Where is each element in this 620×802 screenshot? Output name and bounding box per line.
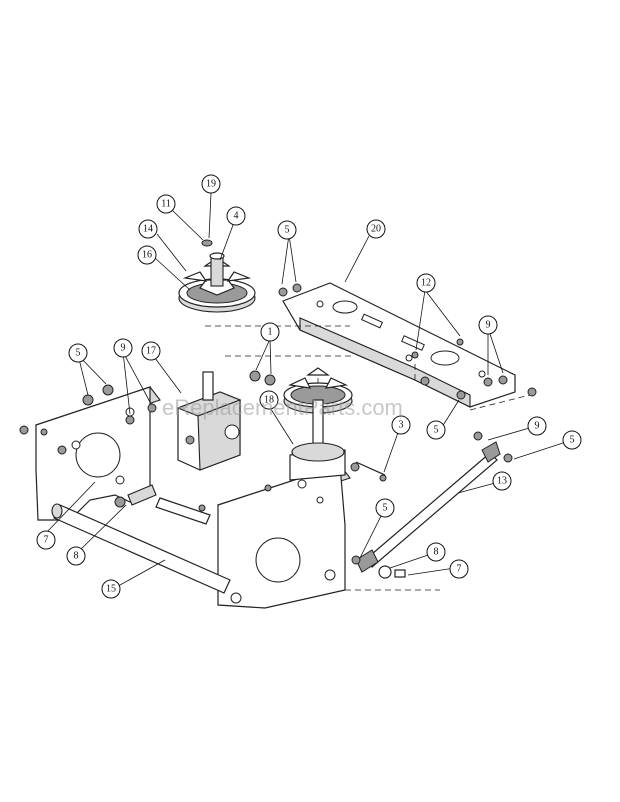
callout-14: 14 bbox=[138, 219, 158, 239]
callout-1: 1 bbox=[260, 322, 280, 342]
callout-17: 17 bbox=[141, 341, 161, 361]
callout-16: 16 bbox=[137, 245, 157, 265]
callout-18: 18 bbox=[259, 390, 279, 410]
callout-label: 5 bbox=[570, 435, 575, 446]
callout-5-top: 5 bbox=[277, 220, 297, 240]
callout-label: 9 bbox=[535, 421, 540, 432]
top-plate bbox=[282, 282, 516, 408]
tie-rod bbox=[355, 441, 501, 573]
callout-label: 20 bbox=[371, 224, 381, 235]
callout-9-left: 9 bbox=[113, 338, 133, 358]
callout-5-bottom: 5 bbox=[375, 498, 395, 518]
hardware bbox=[19, 283, 537, 579]
callout-4: 4 bbox=[226, 206, 246, 226]
callout-7-right: 7 bbox=[449, 559, 469, 579]
upper-pulley-assembly bbox=[178, 239, 256, 313]
right-side-plate bbox=[217, 464, 351, 609]
callout-label: 9 bbox=[121, 343, 126, 354]
callout-9-far-right: 9 bbox=[527, 416, 547, 436]
callout-label: 15 bbox=[106, 584, 116, 595]
callout-label: 5 bbox=[434, 425, 439, 436]
callout-8-right: 8 bbox=[426, 542, 446, 562]
callout-label: 5 bbox=[285, 225, 290, 236]
callout-label: 17 bbox=[146, 346, 156, 357]
callout-label: 11 bbox=[161, 199, 171, 210]
callout-label: 1 bbox=[268, 327, 273, 338]
callout-label: 18 bbox=[264, 395, 274, 406]
callout-label: 3 bbox=[399, 420, 404, 431]
callout-label: 13 bbox=[497, 476, 507, 487]
callout-label: 5 bbox=[76, 348, 81, 359]
callout-12: 12 bbox=[416, 273, 436, 293]
callout-5-mid: 5 bbox=[426, 420, 446, 440]
cross-tube bbox=[51, 503, 231, 594]
callout-11: 11 bbox=[156, 194, 176, 214]
leader-lines bbox=[45, 192, 570, 591]
callout-label: 9 bbox=[486, 320, 491, 331]
callout-label: 14 bbox=[143, 224, 153, 235]
callout-5-left: 5 bbox=[68, 343, 88, 363]
left-side-plate bbox=[35, 386, 161, 521]
callout-label: 4 bbox=[234, 211, 239, 222]
callout-label: 7 bbox=[457, 564, 462, 575]
callout-label: 8 bbox=[74, 551, 79, 562]
callout-label: 8 bbox=[434, 547, 439, 558]
callout-13: 13 bbox=[492, 471, 512, 491]
callout-9-right: 9 bbox=[478, 315, 498, 335]
callout-5-far-right: 5 bbox=[562, 430, 582, 450]
callout-3: 3 bbox=[391, 415, 411, 435]
callout-label: 12 bbox=[421, 278, 431, 289]
callout-20: 20 bbox=[366, 219, 386, 239]
callout-7-left: 7 bbox=[36, 530, 56, 550]
watermark: eReplacementParts.com bbox=[162, 395, 403, 420]
lower-pulley bbox=[283, 367, 353, 481]
callout-label: 7 bbox=[44, 535, 49, 546]
gear-box bbox=[176, 371, 242, 471]
callout-label: 19 bbox=[206, 179, 216, 190]
callout-label: 16 bbox=[142, 250, 152, 261]
callout-label: 5 bbox=[383, 503, 388, 514]
callout-15: 15 bbox=[101, 579, 121, 599]
callout-8-left: 8 bbox=[66, 546, 86, 566]
callout-19: 19 bbox=[201, 174, 221, 194]
